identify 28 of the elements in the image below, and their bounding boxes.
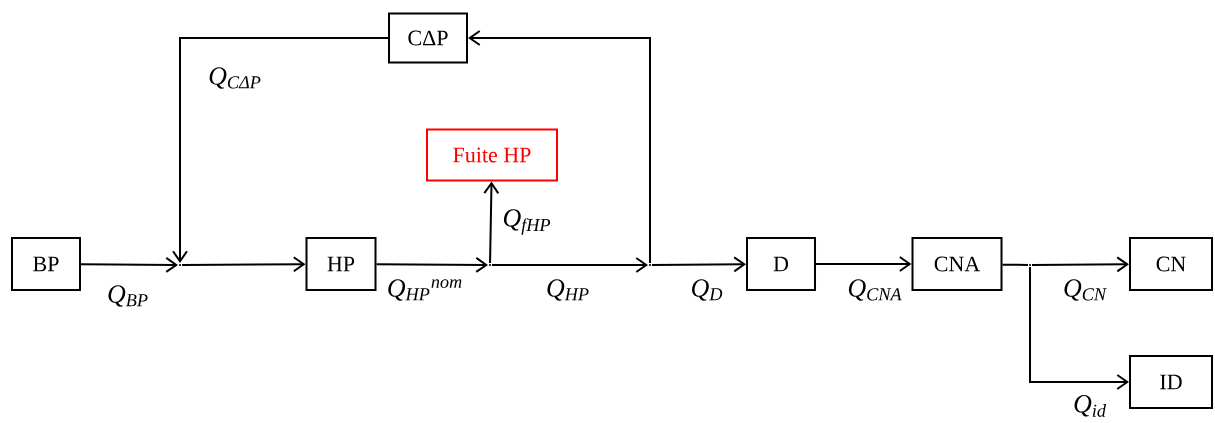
edge-label: Q$_{CNA}$	[848, 279, 902, 301]
edge-label: Q$_{CΔP}$	[209, 67, 261, 89]
arrow	[468, 30, 651, 264]
edge-label: Q$_{HP}$nom	[388, 279, 462, 301]
process-box: BP	[11, 237, 81, 291]
arrow	[172, 37, 389, 263]
edge-label: Q$_{CN}$	[1064, 279, 1107, 301]
process-box: CΔP	[388, 12, 468, 64]
arrow	[80, 256, 178, 273]
arrow	[375, 256, 488, 273]
edge-label: Q$_{D}$	[692, 279, 723, 301]
process-box: HP	[305, 237, 377, 291]
arrow	[651, 256, 746, 273]
arrow	[181, 256, 306, 273]
arrow	[1029, 266, 1129, 390]
process-box: CNA	[911, 237, 1003, 291]
process-box: Fuite HP	[426, 128, 558, 182]
process-box: CN	[1129, 237, 1213, 291]
arrow	[815, 256, 912, 272]
edge-label: Q$_{id}$	[1074, 395, 1106, 417]
edge-label: Q$_{HP}$	[547, 279, 589, 301]
edge-label: Q$_{fHP}$	[503, 209, 551, 235]
edge-label: Q$_{BP}$	[108, 285, 148, 307]
arrow	[1031, 256, 1129, 273]
arrow	[491, 257, 648, 273]
process-box: ID	[1129, 355, 1213, 409]
process-box: D	[746, 237, 816, 291]
arrow	[483, 181, 500, 264]
